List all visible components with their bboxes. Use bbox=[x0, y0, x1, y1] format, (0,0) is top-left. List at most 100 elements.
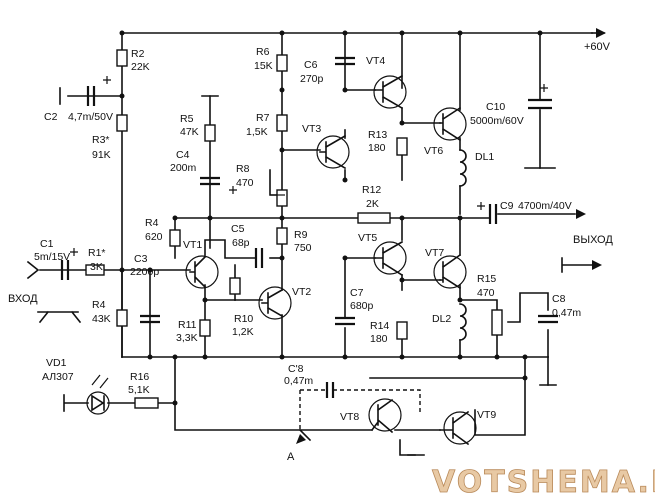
resistor-r13 bbox=[396, 137, 408, 156]
resistor-r12 bbox=[357, 212, 391, 224]
c10-value: 5000m/60V bbox=[470, 115, 524, 127]
resistor-r16 bbox=[134, 397, 159, 409]
transistor-vt6 bbox=[433, 106, 467, 142]
c10-ref: C10 bbox=[486, 101, 505, 113]
node-a-label: A bbox=[287, 451, 295, 463]
r15-ref: R15 bbox=[477, 273, 496, 285]
c8-value: 0,47m bbox=[552, 307, 581, 319]
vd1-ref: VD1 bbox=[46, 357, 67, 369]
dl1-label: DL1 bbox=[475, 151, 494, 163]
capacitor-c7 bbox=[335, 316, 355, 326]
c4-ref: C4 bbox=[176, 149, 190, 161]
resistor-r3 bbox=[116, 114, 128, 132]
c3-value: 2200p bbox=[130, 266, 159, 278]
r13-value: 180 bbox=[368, 142, 386, 154]
c7-value: 680p bbox=[350, 300, 374, 312]
junctions bbox=[119, 30, 543, 406]
inductor-dl2 bbox=[459, 303, 467, 341]
c6-ref: C6 bbox=[304, 59, 318, 71]
resistor-r8 bbox=[276, 189, 288, 207]
resistor-r4b bbox=[116, 309, 128, 327]
r7-ref: R7 bbox=[256, 112, 270, 124]
r12-ref: R12 bbox=[362, 184, 381, 196]
resistor-r15 bbox=[491, 309, 503, 336]
resistor-r2 bbox=[116, 49, 128, 67]
terminals bbox=[26, 28, 606, 456]
r14-ref: R14 bbox=[370, 320, 389, 332]
vt8-label: VT8 bbox=[340, 411, 359, 423]
r11-ref: R11 bbox=[178, 319, 197, 331]
transistor-vt9 bbox=[439, 410, 477, 446]
r8-ref: R8 bbox=[236, 163, 250, 175]
r4b-ref: R4 bbox=[92, 299, 106, 311]
r15-value: 470 bbox=[477, 287, 495, 299]
rail-vplus-label: +60V bbox=[584, 41, 611, 53]
transistor-vt4 bbox=[373, 74, 407, 110]
c8b-ref: C'8 bbox=[288, 363, 304, 375]
labels: +60V ВХОД ВЫХОД A R2 22K R3* 91K C2 4,7m… bbox=[8, 41, 613, 463]
vt6-label: VT6 bbox=[424, 145, 443, 157]
inductor-dl1 bbox=[459, 149, 467, 187]
r3-value: 91K bbox=[92, 149, 111, 161]
led-vd1 bbox=[86, 374, 110, 415]
resistor-r10 bbox=[229, 277, 241, 295]
capacitor-c1 bbox=[60, 260, 70, 280]
r16-value: 5,1K bbox=[128, 384, 150, 396]
r5-value: 47K bbox=[180, 126, 199, 138]
r14-value: 180 bbox=[370, 333, 388, 345]
r3-ref: R3* bbox=[92, 134, 110, 146]
c7-ref: C7 bbox=[350, 287, 364, 299]
r6-value: 15K bbox=[254, 60, 273, 72]
capacitor-c8 bbox=[538, 314, 558, 324]
c1-ref: C1 bbox=[40, 238, 54, 250]
r1-value: 3K bbox=[90, 261, 103, 273]
watermark-logo: VOTSHEMA.RU bbox=[432, 465, 655, 500]
transistor-vt1 bbox=[185, 255, 219, 289]
r12-value: 2K bbox=[366, 198, 379, 210]
vt1-label: VT1 bbox=[183, 239, 202, 251]
c1-value: 5m/15V bbox=[34, 251, 70, 263]
capacitor-c2 bbox=[86, 86, 96, 106]
r2-ref: R2 bbox=[131, 48, 145, 60]
vt9-label: VT9 bbox=[477, 409, 496, 421]
c9-value: 4700m/40V bbox=[518, 200, 572, 212]
r2-value: 22K bbox=[131, 61, 150, 73]
vd1-value: АЛ307 bbox=[42, 371, 74, 383]
c2-value: 4,7m/50V bbox=[68, 111, 113, 123]
r11-value: 3,3K bbox=[176, 332, 198, 344]
capacitor-c4 bbox=[200, 176, 220, 186]
r10-ref: R10 bbox=[234, 313, 253, 325]
vt5-label: VT5 bbox=[358, 232, 377, 244]
polarity-marks bbox=[70, 76, 548, 256]
capacitor-c10 bbox=[528, 98, 552, 110]
transistor-vt2 bbox=[258, 286, 292, 320]
r9-value: 750 bbox=[294, 242, 312, 254]
dl2-label: DL2 bbox=[432, 313, 451, 325]
input-label: ВХОД bbox=[8, 293, 38, 305]
r10-value: 1,2K bbox=[232, 326, 254, 338]
c5-ref: C5 bbox=[231, 223, 245, 235]
transistor-vt3 bbox=[316, 134, 350, 170]
r13-ref: R13 bbox=[368, 129, 387, 141]
r4b-value: 43K bbox=[92, 313, 111, 325]
c8-ref: C8 bbox=[552, 293, 566, 305]
r6-ref: R6 bbox=[256, 46, 270, 58]
resistor-r9 bbox=[276, 227, 288, 245]
vt3-label: VT3 bbox=[302, 123, 321, 135]
c5-value: 68p bbox=[232, 237, 250, 249]
vt4-label: VT4 bbox=[366, 55, 385, 67]
transistor-vt5 bbox=[373, 240, 407, 277]
c8b-value: 0,47m bbox=[284, 375, 313, 387]
transistors bbox=[185, 74, 477, 446]
output-label: ВЫХОД bbox=[573, 234, 613, 246]
resistor-r7 bbox=[276, 114, 288, 132]
capacitor-c5 bbox=[254, 248, 264, 268]
vt7-label: VT7 bbox=[425, 247, 444, 259]
capacitors bbox=[60, 56, 558, 430]
r4a-value: 620 bbox=[145, 231, 163, 243]
resistor-r5 bbox=[204, 124, 216, 142]
r4a-ref: R4 bbox=[145, 217, 159, 229]
capacitor-c3 bbox=[140, 314, 160, 324]
resistor-r4a bbox=[169, 229, 181, 247]
